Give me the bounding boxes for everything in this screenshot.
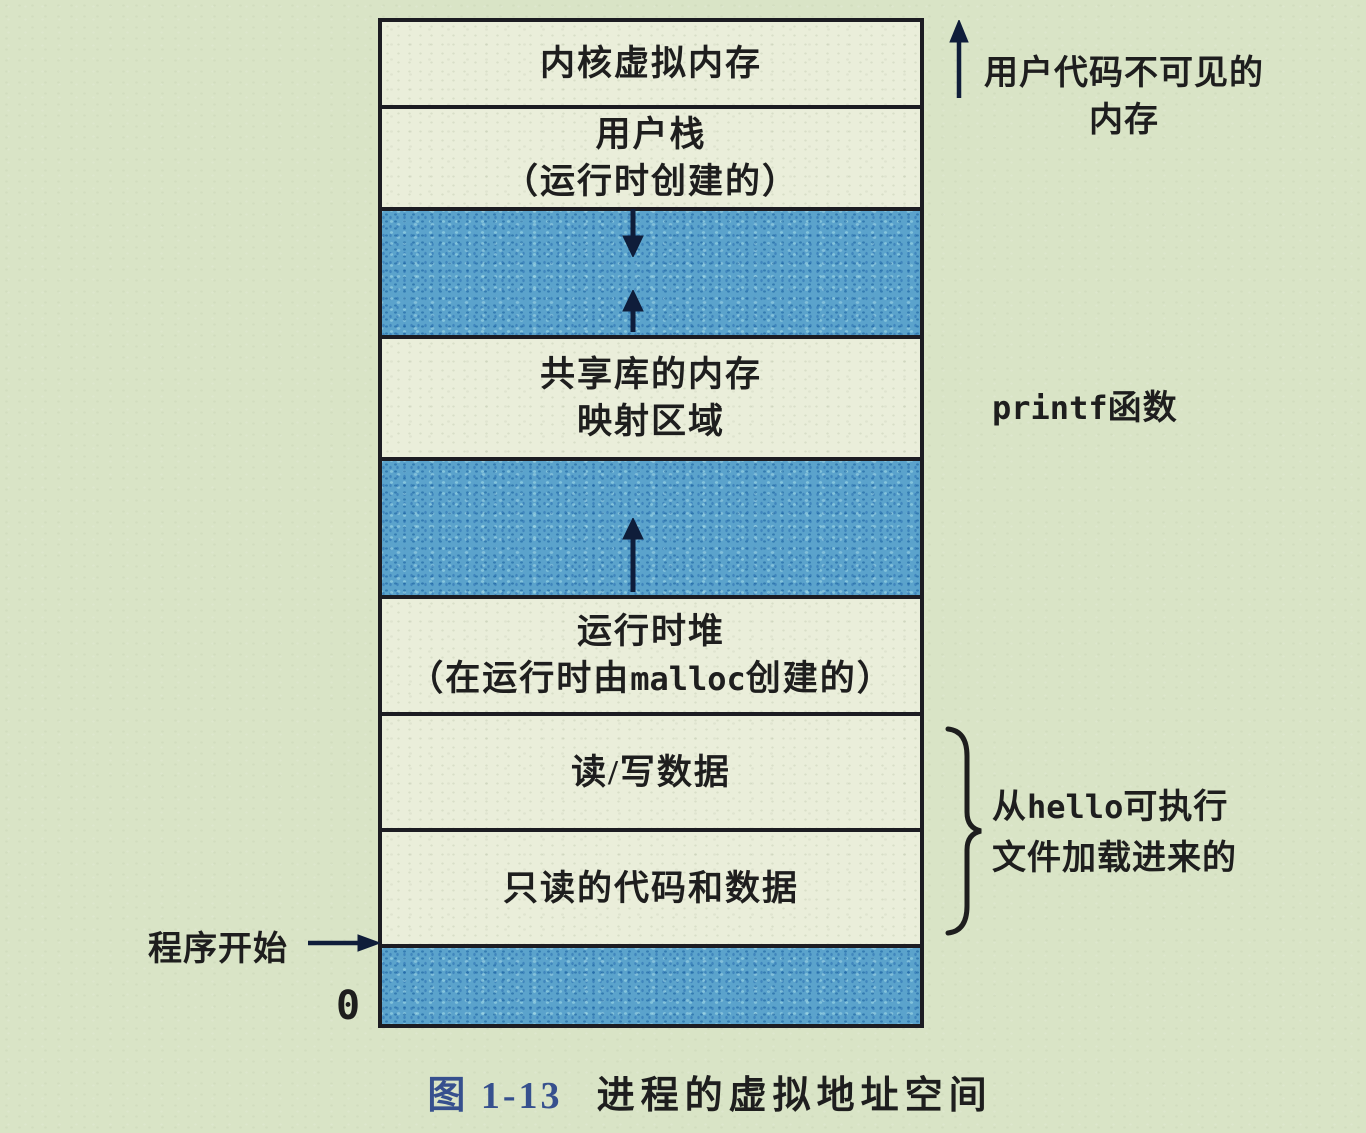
region-read-only-code-data: 只读的代码和数据 xyxy=(382,832,920,948)
printf-note: printf函数 xyxy=(992,380,1178,429)
region-label-ro-code: 只读的代码和数据 xyxy=(502,868,799,908)
region-label-kernel: 内核虚拟内存 xyxy=(539,44,762,83)
region-label-shared-lib-line1: 共享库的内存 xyxy=(539,355,762,394)
loaded-from-note: 从hello可执行 文件加载进来的 xyxy=(992,782,1237,884)
invisible-memory-note-line1: 用户代码不可见的 xyxy=(984,55,1264,92)
program-start-arrow-icon xyxy=(308,932,382,959)
loaded-from-note-line2: 文件加载进来的 xyxy=(992,840,1237,877)
loaded-line1-hello-code: hello xyxy=(1027,788,1124,826)
virtual-address-space-box: 内核虚拟内存 用户栈 （运行时创建的） 共享库的内存 映射区域 xyxy=(378,18,924,1028)
address-zero-label: 0 xyxy=(336,983,362,1029)
invisible-memory-note-line2: 内存 xyxy=(1089,102,1159,139)
region-label-user-stack-line2: （运行时创建的） xyxy=(502,162,799,201)
region-kernel-virtual-memory: 内核虚拟内存 xyxy=(382,22,920,109)
figure-caption-title: 进程的虚拟地址空间 xyxy=(596,1075,993,1117)
mmap-grows-up-arrow-icon xyxy=(618,288,648,337)
region-label-rw-data: 读/写数据 xyxy=(571,752,731,792)
invisible-memory-up-arrow-icon xyxy=(944,18,974,103)
region-user-stack: 用户栈 （运行时创建的） xyxy=(382,109,920,211)
region-label-user-stack-line1: 用户栈 xyxy=(595,115,707,154)
printf-note-code: printf xyxy=(992,389,1108,427)
region-shared-libraries: 共享库的内存 映射区域 xyxy=(382,339,920,461)
loaded-line1-suffix: 可执行 xyxy=(1123,789,1229,826)
invisible-memory-note: 用户代码不可见的 内存 xyxy=(968,50,1280,144)
region-runtime-heap: 运行时堆 （在运行时由malloc创建的） xyxy=(382,599,920,716)
loaded-line1-prefix: 从 xyxy=(992,789,1027,826)
region-gap-heap-growth xyxy=(382,461,920,599)
region-label-heap-line2: （在运行时由malloc创建的） xyxy=(408,655,894,703)
region-read-write-data: 读/写数据 xyxy=(382,716,920,832)
heap-line2-suffix: 创建的） xyxy=(745,659,894,698)
region-label-shared-lib-line2: 映射区域 xyxy=(576,402,725,441)
region-label-heap-line1: 运行时堆 xyxy=(576,612,725,651)
program-start-label: 程序开始 xyxy=(148,931,288,968)
figure-caption-number: 图 1-13 xyxy=(427,1075,563,1117)
stack-grows-down-arrow-icon xyxy=(618,209,648,262)
loaded-from-note-line1: 从hello可执行 xyxy=(992,782,1237,833)
heap-line2-prefix: （在运行时由 xyxy=(408,659,631,698)
region-gap-stack-growth xyxy=(382,209,920,339)
heap-line2-malloc-code: malloc xyxy=(630,660,746,698)
figure-caption: 图 1-13 进程的虚拟地址空间 xyxy=(250,1064,1170,1119)
loaded-from-brace-icon xyxy=(942,724,988,943)
region-below-program-start xyxy=(382,948,920,1024)
heap-grows-up-arrow-icon xyxy=(618,516,648,597)
printf-note-suffix: 函数 xyxy=(1107,390,1178,427)
